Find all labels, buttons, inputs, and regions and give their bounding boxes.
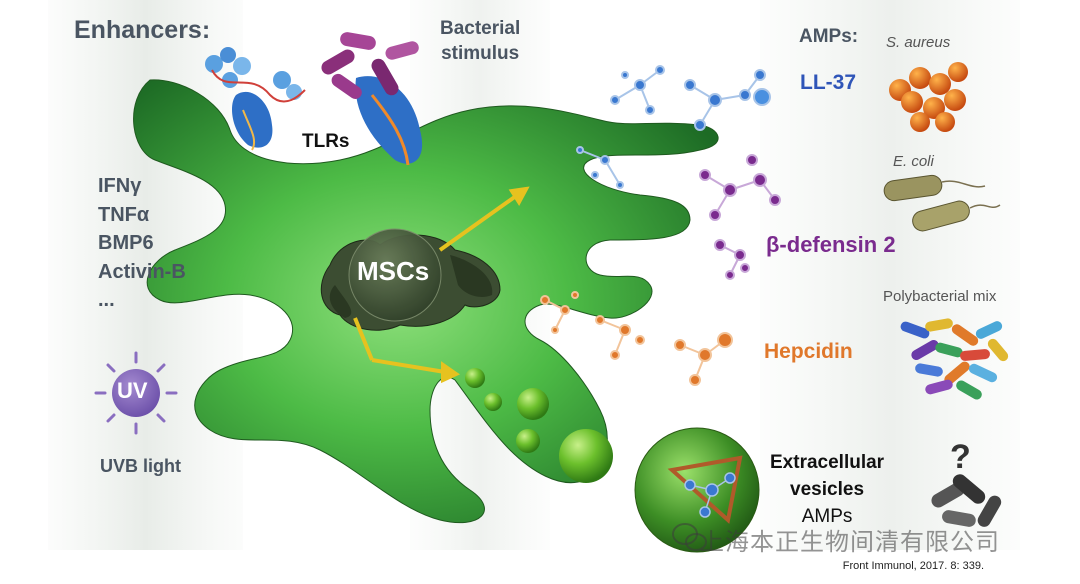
- amps-title: AMPs:: [799, 26, 859, 47]
- tlr-receptors: [205, 32, 423, 166]
- uv-icon-text: UV: [117, 378, 148, 403]
- e-coli-label: E. coli: [893, 153, 934, 170]
- uv-sun-icon: [94, 351, 178, 435]
- beta-defensin-molecules: [699, 154, 781, 280]
- uvb-light-label: UVB light: [100, 456, 181, 476]
- purple-bacteria: [321, 32, 419, 99]
- secretion-arrows: [353, 186, 530, 384]
- beta-defensin-label: β-defensin 2: [766, 232, 896, 257]
- ll37-label: LL-37: [800, 71, 857, 94]
- polybacterial-label: Polybacterial mix: [883, 288, 997, 305]
- protein-ligand-cluster: [205, 47, 306, 103]
- enhancer-item: IFNγ: [98, 175, 142, 197]
- enhancers-list: IFNγ TNFα BMP6 Activin-B ...: [98, 172, 186, 315]
- enhancer-item: Activin-B: [98, 260, 186, 283]
- hepcidin-label: Hepcidin: [764, 340, 853, 363]
- wechat-logo-icon: [672, 523, 707, 551]
- enhancer-item: TNFα: [98, 203, 150, 226]
- s-aureus-cluster: [889, 62, 968, 132]
- bacterial-stimulus-label: Bacterial stimulus: [440, 18, 521, 64]
- tlrs-label: TLRs: [302, 131, 350, 152]
- e-coli-rods: [883, 174, 1001, 232]
- s-aureus-label: S. aureus: [886, 34, 951, 51]
- question-mark-icon: ?: [950, 438, 971, 476]
- watermark-text: 上海本正生物间清有限公司: [700, 529, 1000, 556]
- hepcidin-molecules: [540, 291, 733, 386]
- msc-nucleus: [320, 228, 501, 331]
- enhancers-title: Enhancers:: [74, 16, 211, 44]
- extracellular-vesicles-label: Extracellular vesicles AMPs: [770, 452, 885, 527]
- vesicle-spheres: [465, 368, 613, 483]
- unknown-bacteria: ?: [931, 438, 1002, 527]
- extracellular-vesicle-large: [634, 427, 760, 553]
- polybacterial-mix: [900, 318, 1009, 400]
- citation: Front Immunol, 2017. 8: 339.: [842, 560, 984, 572]
- mscs-label: MSCs: [357, 256, 430, 286]
- enhancer-item: ...: [98, 289, 115, 311]
- ll37-molecules: [576, 65, 771, 189]
- enhancer-item: BMP6: [98, 232, 154, 254]
